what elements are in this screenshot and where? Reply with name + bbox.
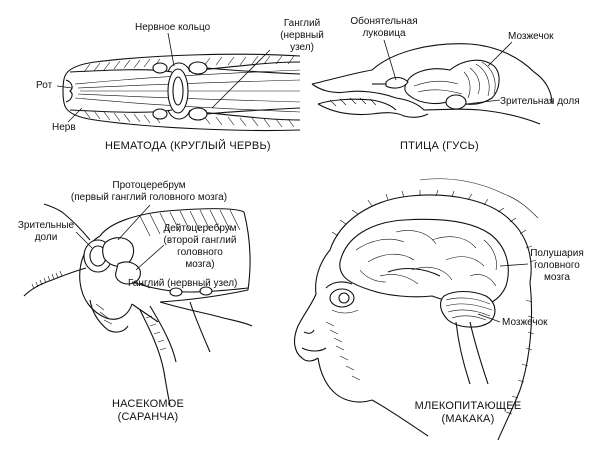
label-nematode-ganglion-line3: узел) <box>290 42 314 53</box>
label-cerebral-hemispheres: Полушария головного мозга <box>520 248 594 284</box>
label-optic-lobe: Зрительная доля <box>500 96 580 107</box>
caption-mammal-line1: МЛЕКОПИТАЮЩЕЕ <box>414 400 522 412</box>
label-optic-lobes: Зрительные доли <box>14 220 78 244</box>
label-protocerebrum: Протоцеребрум (первый ганглий головного … <box>54 180 244 204</box>
macaque-drawing <box>293 178 539 441</box>
label-nerve: Нерв <box>52 122 76 133</box>
label-nematode-ganglion-line1: Ганглий <box>283 18 321 29</box>
label-nematode-ganglion-line2: (нервный <box>280 30 324 41</box>
caption-nematode: НЕМАТОДА (КРУГЛЫЙ ЧЕРВЬ) <box>105 140 271 152</box>
label-cerebral-hemispheres-line2: головного <box>534 260 580 271</box>
label-olfactory-bulb: Обонятельная луковица <box>344 16 424 40</box>
caption-insect-line1: НАСЕКОМОЕ <box>111 398 185 410</box>
nematode-drawing <box>56 32 301 132</box>
label-deutocerebrum: Дейтоцеребрум (второй ганглий головного … <box>154 223 246 271</box>
label-olfactory-bulb-line2: луковица <box>362 28 406 39</box>
bird-drawing <box>311 39 553 125</box>
label-cerebral-hemispheres-line3: мозга <box>544 272 570 283</box>
caption-bird: ПТИЦА (ГУСЬ) <box>400 140 479 152</box>
caption-insect-line2: (САРАНЧА) <box>117 411 179 423</box>
label-insect-ganglion: Ганглий (нервный узел) <box>128 278 238 289</box>
label-nerve-ring: Нервное кольцо <box>135 22 211 33</box>
caption-mammal: МЛЕКОПИТАЮЩЕЕ (МАКАКА) <box>408 400 528 426</box>
label-optic-lobes-line1: Зрительные <box>17 220 75 231</box>
label-nematode-ganglion: Ганглий (нервный узел) <box>272 18 332 54</box>
label-deutocerebrum-line2: (второй ганглий <box>163 235 237 246</box>
label-deutocerebrum-line1: Дейтоцеребрум <box>163 223 237 234</box>
caption-insect: НАСЕКОМОЕ (САРАНЧА) <box>100 398 196 424</box>
label-optic-lobes-line2: доли <box>34 232 58 243</box>
label-mouth: Рот <box>36 80 53 91</box>
insect-drawing <box>23 203 253 406</box>
label-mammal-cerebellum: Мозжечок <box>502 317 548 328</box>
label-cerebral-hemispheres-line1: Полушария <box>530 248 584 259</box>
label-deutocerebrum-line4: мозга) <box>185 259 215 270</box>
label-olfactory-bulb-line1: Обонятельная <box>350 16 418 27</box>
caption-mammal-line2: (МАКАКА) <box>441 413 495 425</box>
label-deutocerebrum-line3: головного <box>177 247 223 258</box>
label-bird-cerebellum: Мозжечок <box>508 31 554 42</box>
label-protocerebrum-line1: Протоцеребрум <box>112 180 186 191</box>
label-protocerebrum-line2: (первый ганглий головного мозга) <box>70 192 228 203</box>
